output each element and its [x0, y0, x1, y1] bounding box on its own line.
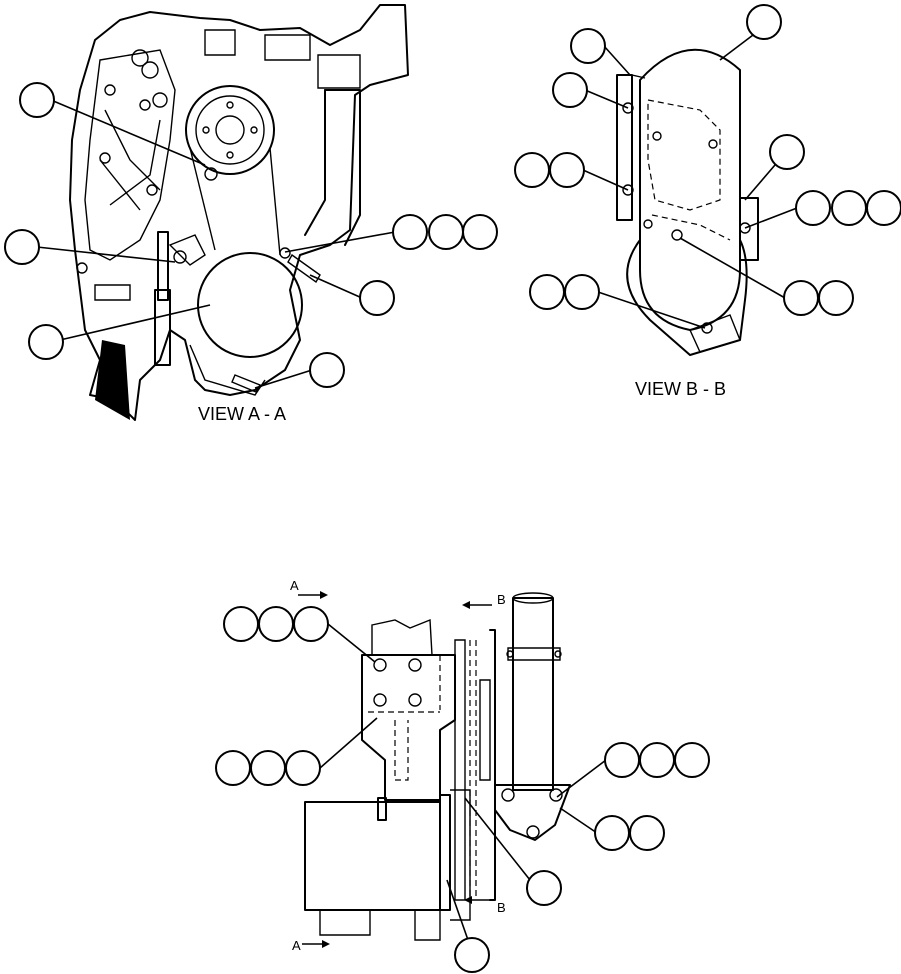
callout-bubble: [604, 742, 640, 778]
callout-bubble: [769, 134, 805, 170]
callout-bubble: [674, 742, 710, 778]
callout-bubble: [529, 274, 565, 310]
view-b-label: VIEW B - B: [635, 379, 726, 399]
view-a-drawing: [69, 4, 409, 421]
section-mark-a-bottom: A: [292, 938, 301, 953]
callout-bubble: [570, 28, 606, 64]
callout-bubble: [629, 815, 665, 851]
callout-bubble: [564, 274, 600, 310]
callout-bubble: [293, 606, 329, 642]
callout-bubble: [552, 72, 588, 108]
view-a-callouts: [4, 82, 498, 389]
view-b-callouts: [514, 4, 901, 329]
callout-bubble: [514, 152, 550, 188]
view-a-label: VIEW A - A: [198, 404, 286, 424]
side-view-callouts: [215, 606, 710, 973]
callout-bubble: [594, 815, 630, 851]
section-mark-a-top: A: [290, 578, 299, 593]
callout-bubble: [549, 152, 585, 188]
view-b-drawing: [616, 48, 759, 356]
section-mark-b-bottom: B: [497, 900, 506, 915]
callout-bubble: [526, 870, 562, 906]
callout-bubble: [818, 280, 854, 316]
callout-bubble: [285, 750, 321, 786]
callout-bubble: [428, 214, 464, 250]
callout-bubble: [258, 606, 294, 642]
callout-bubble: [831, 190, 867, 226]
section-mark-b-top: B: [497, 592, 506, 607]
callout-bubble: [866, 190, 901, 226]
side-view-drawing: A B: [290, 578, 571, 953]
callout-bubble: [250, 750, 286, 786]
callout-bubble: [462, 214, 498, 250]
callout-bubble: [746, 4, 782, 40]
callout-bubble: [223, 606, 259, 642]
callout-bubble: [19, 82, 55, 118]
callout-bubble: [309, 352, 345, 388]
callout-bubble: [795, 190, 831, 226]
callout-bubble: [28, 324, 64, 360]
callout-bubble: [4, 229, 40, 265]
callout-bubble: [215, 750, 251, 786]
callout-bubble: [783, 280, 819, 316]
callout-bubble: [392, 214, 428, 250]
callout-bubble: [454, 937, 490, 973]
callout-bubble: [359, 280, 395, 316]
callout-bubble: [639, 742, 675, 778]
